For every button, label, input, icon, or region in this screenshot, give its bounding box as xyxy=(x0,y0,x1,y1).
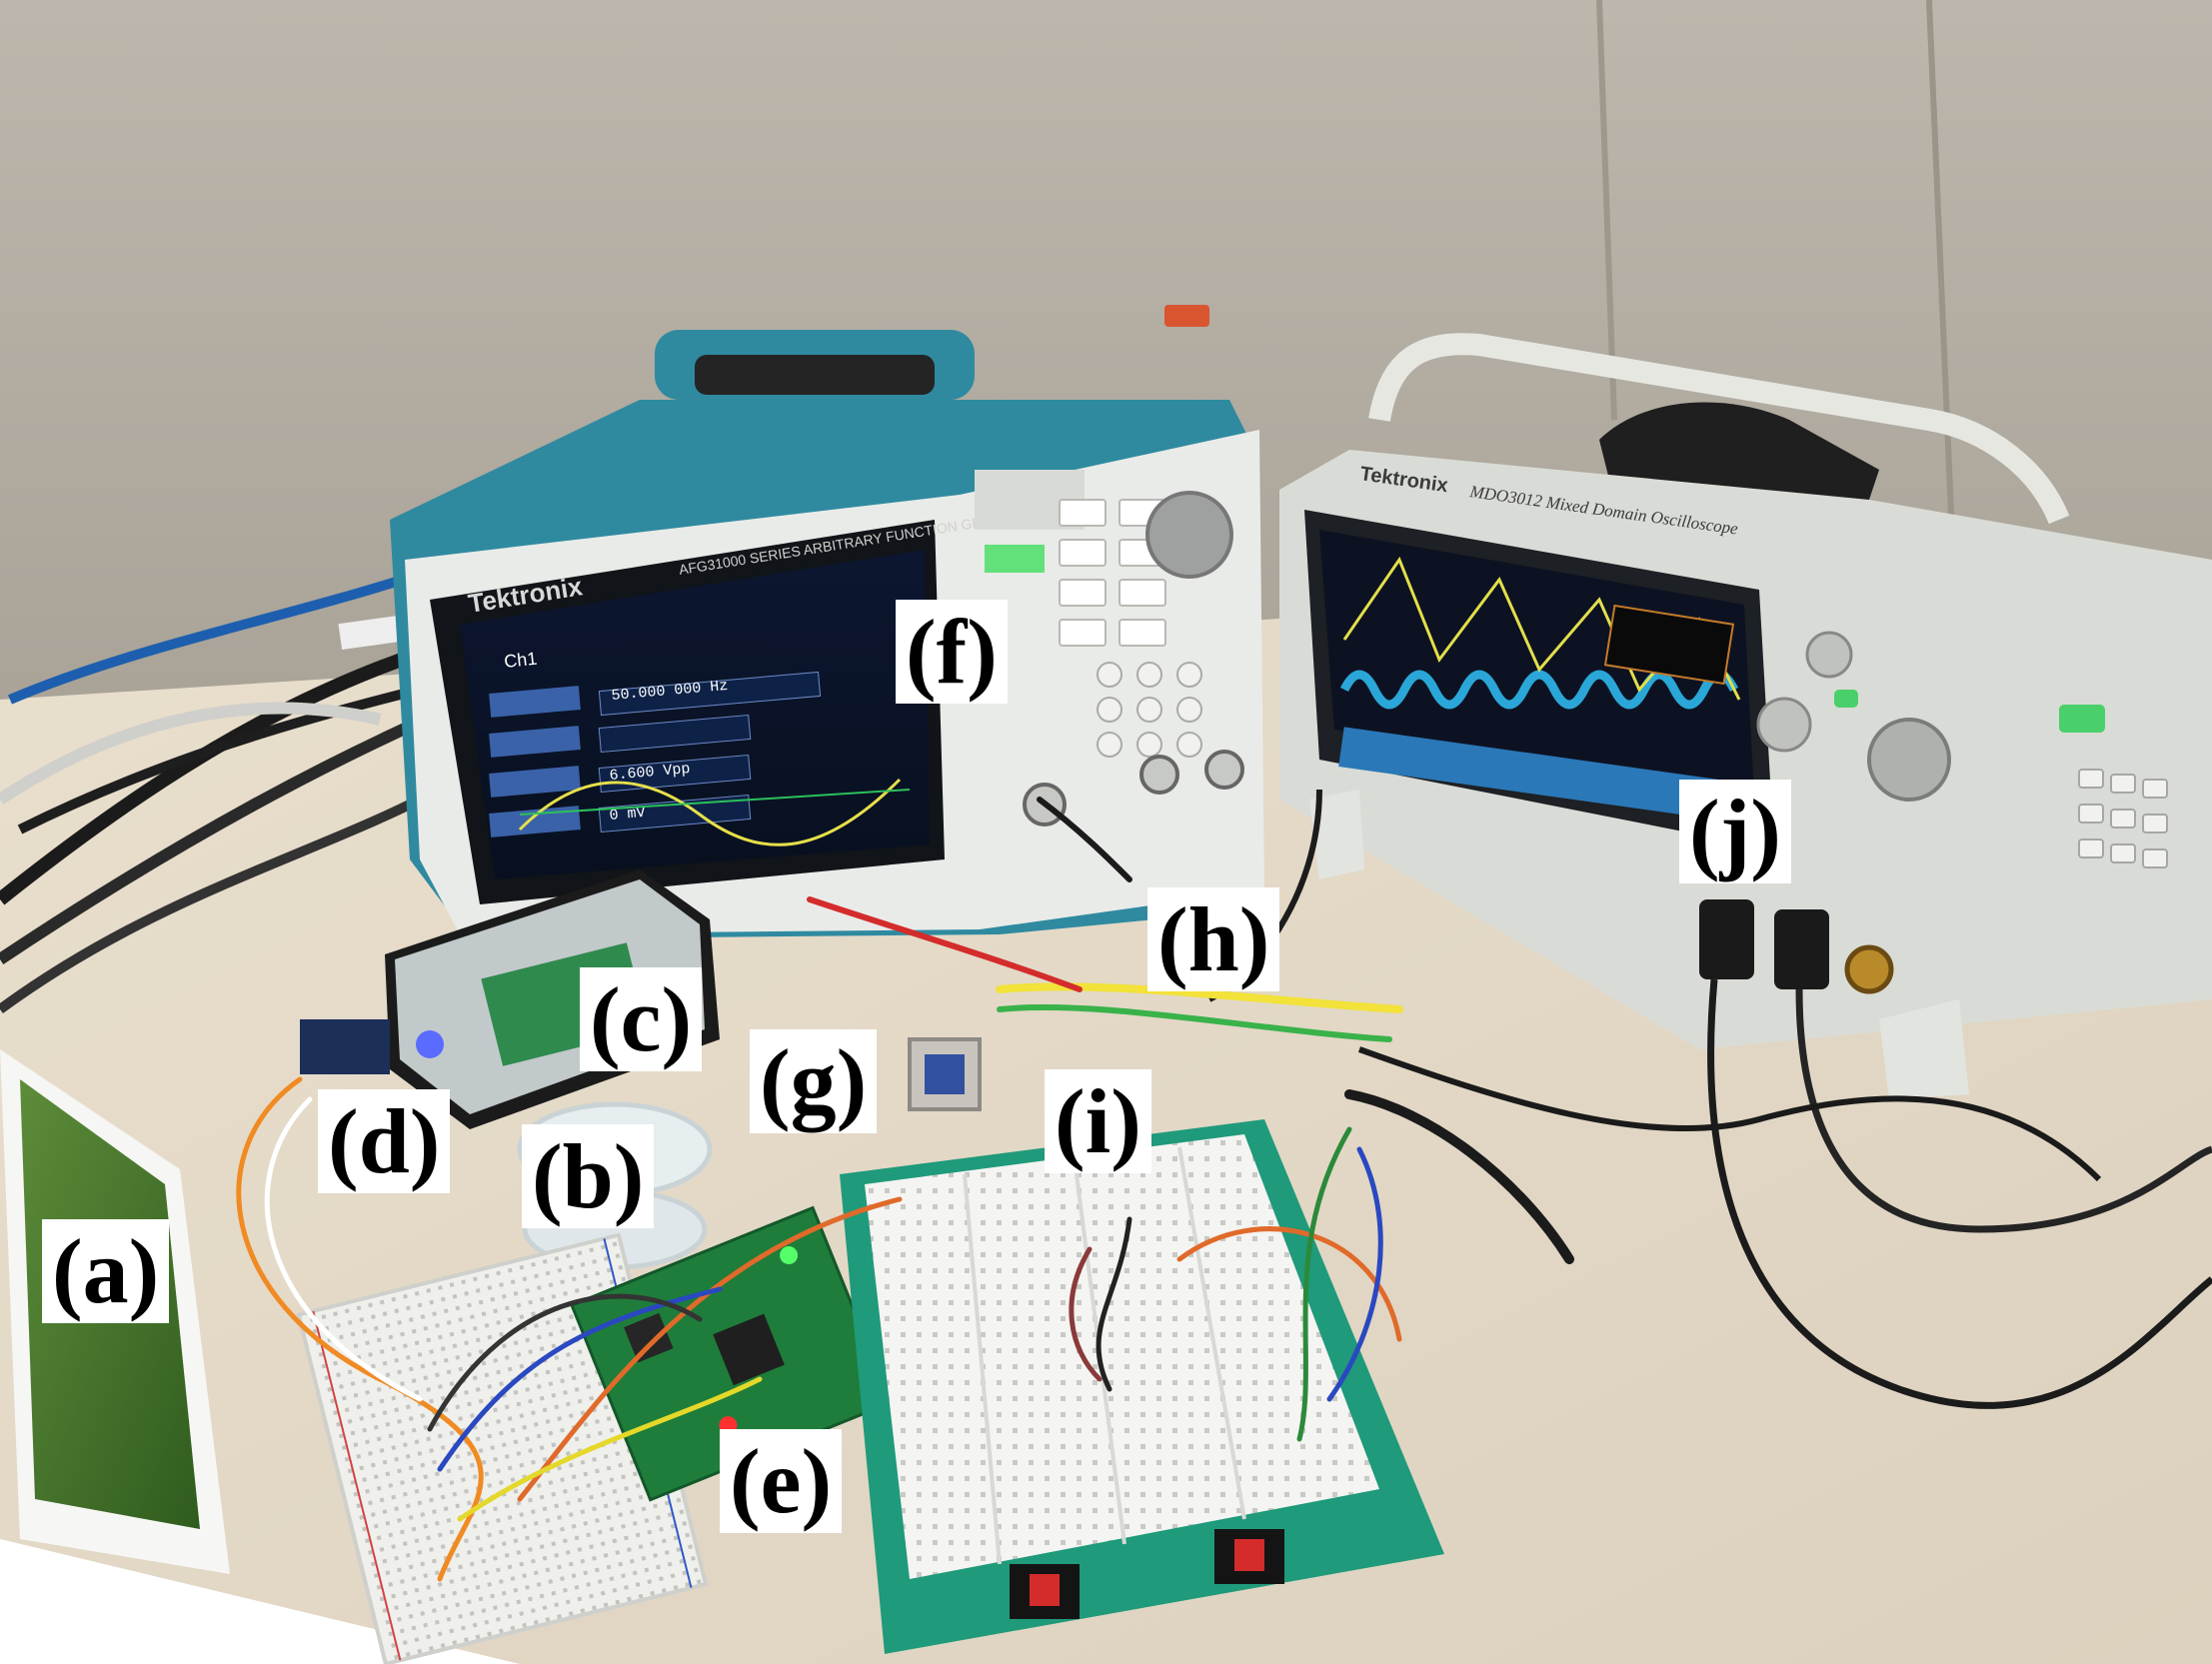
oscilloscope: Tektronix MDO3012 Mixed Domain Oscillosc… xyxy=(1279,333,2212,1099)
label-f: (f) xyxy=(896,600,1008,704)
transformer xyxy=(908,1037,982,1111)
svg-text:Ch1: Ch1 xyxy=(503,649,538,672)
label-g: (g) xyxy=(750,1029,878,1133)
large-breadboard xyxy=(840,1119,1444,1654)
svg-text:0 mV: 0 mV xyxy=(609,805,646,825)
function-generator: Tektronix AFG31000 SERIES ARBITRARY FUNC… xyxy=(390,305,1264,939)
label-d: (d) xyxy=(318,1089,451,1193)
label-b: (b) xyxy=(522,1124,655,1228)
label-h: (h) xyxy=(1147,887,1280,991)
label-a: (a) xyxy=(42,1219,170,1323)
label-c: (c) xyxy=(580,967,703,1071)
label-i: (i) xyxy=(1045,1069,1151,1173)
svg-text:6.600 Vpp: 6.600 Vpp xyxy=(609,761,691,785)
label-j: (j) xyxy=(1679,780,1791,883)
label-e: (e) xyxy=(720,1429,843,1533)
